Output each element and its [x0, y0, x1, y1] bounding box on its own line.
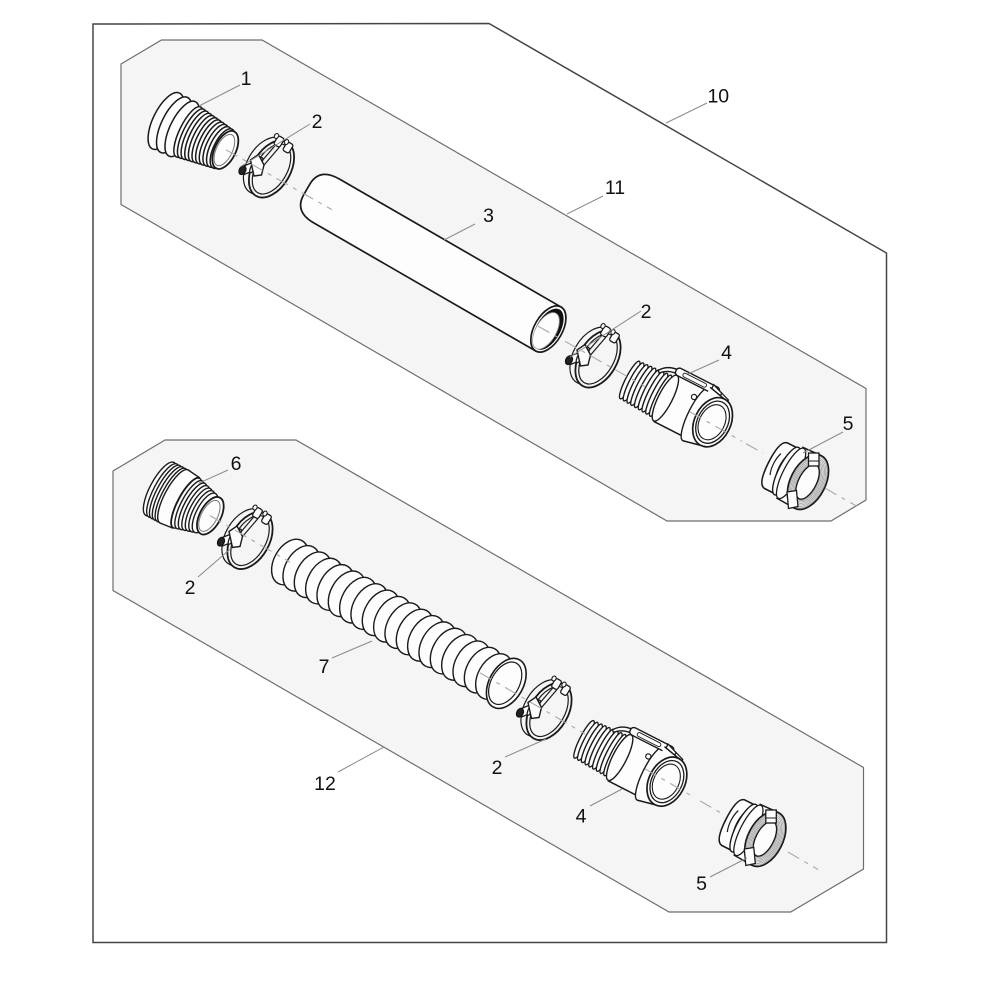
svg-text:3: 3 — [483, 205, 494, 227]
svg-text:11: 11 — [605, 177, 625, 199]
svg-text:4: 4 — [721, 342, 732, 364]
svg-text:1: 1 — [241, 68, 252, 90]
svg-text:10: 10 — [707, 86, 729, 108]
svg-text:2: 2 — [185, 577, 196, 599]
svg-text:6: 6 — [231, 453, 242, 475]
svg-text:12: 12 — [314, 773, 336, 795]
svg-text:2: 2 — [641, 301, 652, 323]
svg-text:5: 5 — [696, 873, 707, 895]
svg-text:4: 4 — [576, 806, 587, 828]
svg-text:7: 7 — [319, 656, 330, 678]
svg-text:5: 5 — [843, 413, 854, 435]
svg-text:2: 2 — [312, 111, 323, 133]
svg-text:2: 2 — [492, 757, 503, 779]
